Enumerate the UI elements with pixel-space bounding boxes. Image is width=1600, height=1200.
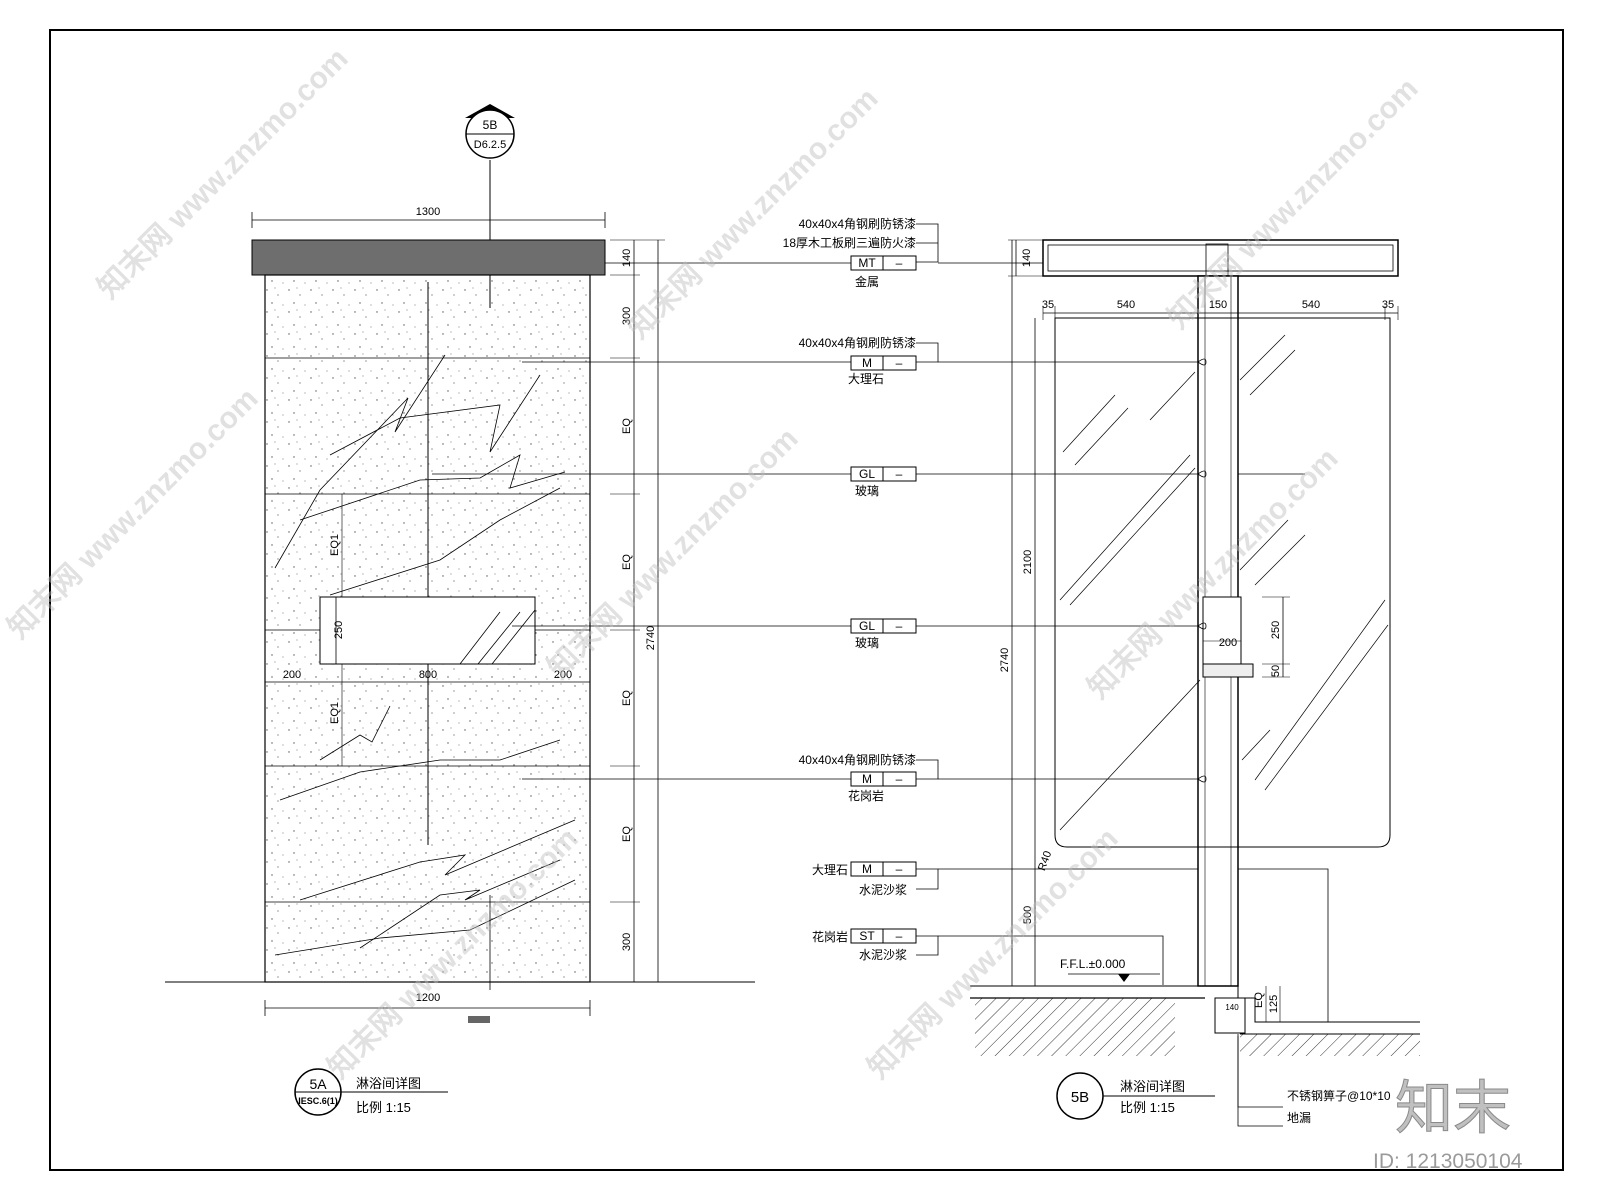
tag-m3-left: 大理石 [812, 863, 848, 877]
ground-hatch-left [975, 998, 1175, 1056]
niche [319, 596, 536, 665]
dim-eq1-bottom: EQ1 [329, 702, 341, 724]
metal-cap [251, 239, 606, 276]
scale-5a: 比例 1:15 [356, 1100, 411, 1115]
dim-eq1-top: EQ1 [329, 534, 341, 556]
watermark: 知末网 www.znzmo.com 知末网 www.znzmo.com 知末网 … [2, 42, 1523, 1173]
dim-s6: 300 [621, 933, 633, 951]
tag-m2-label: 花岗岩 [848, 788, 884, 803]
svg-text:知末网 www.znzmo.com: 知末网 www.znzmo.com [2, 382, 265, 645]
svg-text:–: – [896, 619, 903, 633]
material-tags: 40x40x4角钢刷防锈漆 18厚木工板刷三遍防火漆 MT – 金属 40x40… [432, 216, 1329, 1022]
dim-5b-eq: EQ [1253, 992, 1265, 1008]
dim-s3: EQ [621, 554, 633, 570]
title-5a: 淋浴间详图 [356, 1076, 421, 1091]
marker-top: 5B [483, 118, 498, 132]
dim-5b-base: 500 [1022, 906, 1034, 924]
dim-top-width: 1300 [416, 206, 440, 218]
dim-s1: 300 [621, 307, 633, 325]
watermark-id: ID: 1213050104 [1373, 1150, 1523, 1173]
dim-5b-left-edge: 35 [1042, 299, 1054, 311]
tag-mt-label: 金属 [855, 274, 879, 289]
dim-niche-h: 250 [333, 621, 345, 639]
scale-5b: 比例 1:15 [1120, 1100, 1175, 1115]
tag-gl2-label: 玻璃 [855, 636, 879, 650]
watermark-logo: 知末 [1395, 1076, 1511, 1141]
marble-veins [274, 354, 576, 956]
svg-text:–: – [896, 356, 903, 370]
tag-m-granite: 40x40x4角钢刷防锈漆 M – 花岗岩 [522, 752, 1205, 803]
dim-bottom-width: 1200 [416, 992, 440, 1004]
dim-5b-total: 2740 [999, 648, 1011, 672]
svg-text:–: – [896, 929, 903, 943]
glass-hatch [1059, 334, 1389, 831]
svg-text:知末网 www.znzmo.com: 知末网 www.znzmo.com [1162, 72, 1425, 335]
svg-text:–: – [896, 256, 903, 270]
dim-total: 2740 [645, 626, 657, 650]
dim-s5: EQ [621, 826, 633, 842]
dim-5b-glass-h: 2100 [1022, 550, 1034, 574]
elevation-5a: 1300 250 200 [165, 206, 755, 1116]
tag-m1-code: M [862, 356, 872, 370]
svg-text:–: – [896, 467, 903, 481]
tag-gl-1: GL – 玻璃 [432, 466, 1305, 498]
tag-st-left: 花岗岩 [812, 929, 848, 944]
glass-panel [1054, 317, 1391, 848]
tag-gl2-code: GL [859, 619, 875, 633]
drain-label: 地漏 [1287, 1111, 1311, 1125]
tag-mt: 40x40x4角钢刷防锈漆 18厚木工板刷三遍防火漆 MT – 金属 [605, 216, 1045, 289]
tag-gl1-label: 玻璃 [855, 484, 879, 498]
dim-5b-right-panel: 540 [1302, 299, 1320, 311]
svg-text:–: – [896, 862, 903, 876]
tag-marble-mortar: 大理石 M – 水泥沙浆 [812, 861, 1329, 1022]
tag-m2-code: M [862, 772, 872, 786]
dim-5b-left-panel: 540 [1117, 299, 1135, 311]
sheet-border [49, 29, 1564, 1171]
dim-5b-shelf: 50 [1270, 665, 1282, 677]
tag-mt-code: MT [858, 256, 876, 270]
tag-m-marble: 40x40x4角钢刷防锈漆 M – 大理石 [522, 335, 1205, 386]
dim-5b-drain-w: 140 [1225, 1003, 1239, 1012]
tag-m2-note: 40x40x4角钢刷防锈漆 [799, 752, 916, 767]
dim-5b-step: 125 [1268, 995, 1280, 1013]
drain-grate-label: 不锈钢箅子@10*10 [1287, 1088, 1391, 1103]
tag-st-code: ST [859, 929, 875, 943]
dim-5b-niche-h: 250 [1270, 621, 1282, 639]
svg-text:知末网 www.znzmo.com: 知末网 www.znzmo.com [622, 82, 885, 345]
drain-body [1214, 997, 1246, 1034]
dim-5b-center: 150 [1209, 299, 1227, 311]
title-badge-5a-num: 5A [309, 1076, 327, 1092]
tag-st-label: 水泥沙浆 [859, 947, 907, 962]
tag-m3-code: M [862, 862, 872, 876]
dim-niche-left: 200 [283, 669, 301, 681]
title-badge-5a-sub: IESC.6(1) [298, 1096, 338, 1106]
ground-hatch-right [1240, 1034, 1420, 1056]
niche-section [1202, 596, 1242, 665]
dim-5b-niche-depth: 200 [1219, 637, 1237, 649]
dim-niche-right: 200 [554, 669, 572, 681]
tag-granite-mortar: 花岗岩 ST – 水泥沙浆 [812, 928, 1164, 985]
tag-mt-note2: 18厚木工板刷三遍防火漆 [783, 235, 916, 250]
tag-m1-note: 40x40x4角钢刷防锈漆 [799, 335, 916, 350]
svg-text:–: – [896, 772, 903, 786]
title-badge-5b-num: 5B [1071, 1089, 1089, 1106]
tag-m1-label: 大理石 [848, 372, 884, 386]
title-5b: 淋浴间详图 [1120, 1079, 1185, 1094]
marker-bottom: D6.2.5 [474, 139, 506, 151]
tag-gl1-code: GL [859, 467, 875, 481]
section-marker: 5B D6.2.5 [465, 104, 515, 308]
tag-gl-2: GL – 玻璃 [512, 618, 1205, 650]
dim-5b-cap: 140 [1021, 249, 1033, 267]
ffl-label: F.F.L.±0.000 [1060, 957, 1126, 971]
dim-s4: EQ [621, 690, 633, 706]
dim-5b-right-edge: 35 [1382, 299, 1394, 311]
section-5b: F.F.L.±0.000 不锈钢箅子@10*10 地漏 35 540 150 5… [970, 239, 1420, 1127]
tag-m3-label: 水泥沙浆 [859, 882, 907, 897]
tag-mt-note1: 40x40x4角钢刷防锈漆 [799, 216, 916, 231]
dim-cap: 140 [621, 249, 633, 267]
dim-niche-w: 800 [419, 669, 437, 681]
dim-s2: EQ [621, 418, 633, 434]
